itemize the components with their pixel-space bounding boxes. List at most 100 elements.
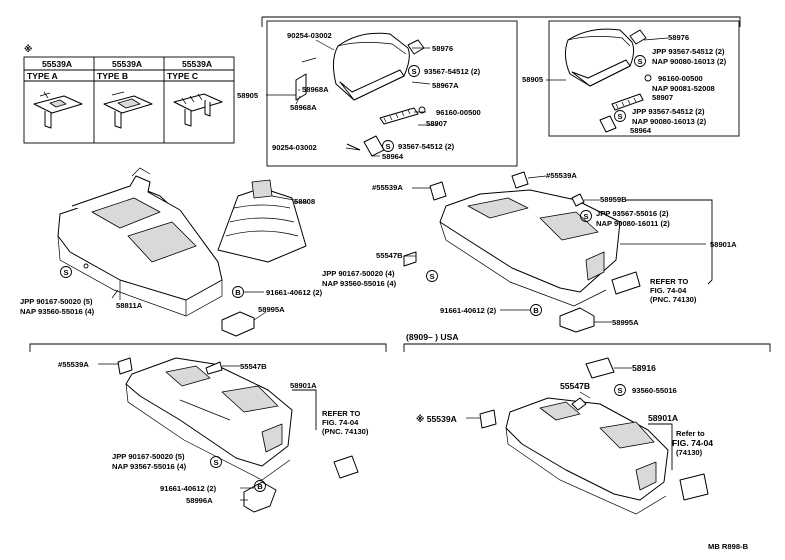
shift-boot-58808-drawing (217, 187, 307, 263)
bracket-58995a-drawing (221, 311, 255, 337)
part-label-jpp-c: JPP 93567-55016 (2) (596, 209, 669, 218)
symbol-s-icon (382, 140, 394, 152)
part-label-55539a-bl: #55539A (58, 360, 89, 369)
footer-code: MB R898-B (708, 542, 749, 551)
part-label-55539a-c2: #55539A (546, 171, 577, 180)
part-label-58907-b: 58907 (652, 93, 673, 102)
part-label-jpp-r1: JPP 93567-54512 (2) (652, 47, 725, 56)
refer-to-bl-line2: FIG. 74-04 (322, 418, 359, 427)
type-a-clip-drawing (33, 91, 83, 129)
lever-58964-drawing (363, 135, 385, 157)
part-label-58964-a: 58964 (382, 152, 404, 161)
armrest-box-frame-right (548, 20, 740, 137)
part-label-96160-b: 96160-00500 (658, 74, 703, 83)
console-bottom-left-group: S B #55539A 55547B 58901A REFER TO FIG. … (29, 343, 387, 513)
part-label-58964-b: 58964 (630, 126, 652, 135)
refer-plug-bl-drawing (333, 455, 359, 479)
part-label-58811a: 58811A (116, 301, 143, 310)
refer-to-br-line2: FIG. 74-04 (672, 438, 713, 448)
section-header-usa: (8909– ) USA (406, 332, 459, 342)
part-label-58905-b: 58905 (522, 75, 544, 84)
part-label-91661-bl: 91661-40612 (2) (160, 484, 217, 493)
svg-text:S: S (618, 112, 623, 121)
part-label-58901a-br: 58901A (648, 413, 678, 423)
symbol-s-icon (60, 266, 72, 278)
part-label-58808: 58808 (294, 197, 315, 206)
part-label-jpp-left: JPP 90167-50020 (5) (20, 297, 93, 306)
type-table-header-2: 55539A (112, 59, 142, 69)
symbol-s-icon (426, 270, 438, 282)
svg-text:S: S (430, 272, 435, 281)
bracket-58996a-drawing (243, 481, 277, 513)
refer-to-br-line1: Refer to (676, 429, 705, 438)
part-label-93560-br: 93560-55016 (632, 386, 677, 395)
part-label-58995a-a: 58995A (258, 305, 285, 314)
hinge-bracket-left-drawing (295, 73, 307, 101)
part-label-nap-r2: NAP 90081-52008 (652, 84, 715, 93)
armrest-box-frame (266, 20, 518, 167)
part-label-58996a: 58996A (186, 496, 213, 505)
symbol-s-icon (408, 65, 420, 77)
marker-note: ※ (24, 44, 32, 54)
part-label-58901a-bl: 58901A (290, 381, 317, 390)
armrest-group-right: S S 58976 58905 JPP 93567-54512 (2) NAP … (522, 20, 740, 137)
part-label-55547b-c: 55547B (376, 251, 403, 260)
top-bracket (261, 16, 741, 27)
symbol-b-icon (530, 304, 542, 316)
screw-96160-drawing (418, 106, 426, 114)
part-label-90254-top: 90254-03002 (287, 31, 332, 40)
part-label-55547b-br: 55547B (560, 381, 590, 391)
cover-58916-drawing (585, 357, 615, 379)
part-label-58907-a: 58907 (426, 119, 447, 128)
refer-to-bl-line3: (PNC. 74130) (322, 427, 369, 436)
part-label-91661-c: 91661-40612 (2) (440, 306, 497, 315)
part-label-58916: 58916 (632, 363, 656, 373)
part-label-nap-c2: NAP 93560-55016 (4) (322, 279, 397, 288)
bottom-right-bracket (403, 343, 771, 352)
part-label-nap-r1: NAP 90080-16013 (2) (652, 57, 727, 66)
latch-58907-drawing (379, 107, 419, 125)
refer-to-c-line3: (PNC. 74130) (650, 295, 697, 304)
symbol-s-icon (580, 210, 592, 222)
type-a-label: TYPE A (27, 71, 58, 81)
console-bottom-right-group: (8909– ) USA S 58916 55547B 93560-55016 … (403, 332, 771, 515)
type-table-header-3: 55539A (182, 59, 212, 69)
part-label-58995a-c: 58995A (612, 318, 639, 327)
bottom-left-bracket (29, 343, 387, 352)
part-label-nap-left: NAP 93560-55016 (4) (20, 307, 95, 316)
part-label-58976-b: 58976 (668, 33, 689, 42)
armrest-lid-drawing (332, 32, 410, 101)
symbol-s-icon (634, 55, 646, 67)
type-c-label: TYPE C (167, 71, 198, 81)
part-label-58905-a: 58905 (237, 91, 259, 100)
type-table-frame (23, 56, 235, 144)
console-left-group: B S 58808 58811A JPP 90167-50020 (5) NAP… (20, 167, 323, 337)
part-label-90254-bot: 90254-03002 (272, 143, 317, 152)
symbol-b-icon (232, 286, 244, 298)
symbol-s-icon (210, 456, 222, 468)
type-c-clip-drawing (173, 93, 223, 127)
svg-text:S: S (64, 268, 69, 277)
part-label-jpp-bl: JPP 90167-50020 (5) (112, 452, 185, 461)
part-label-55547b-bl: 55547B (240, 362, 267, 371)
svg-text:S: S (412, 67, 417, 76)
svg-text:S: S (214, 458, 219, 467)
part-label-58976-a: 58976 (432, 44, 453, 53)
svg-text:S: S (386, 142, 391, 151)
part-label-96160-a: 96160-00500 (436, 108, 481, 117)
symbol-s-icon (614, 110, 626, 122)
svg-text:B: B (533, 306, 539, 315)
part-label-58959b: 58959B (600, 195, 627, 204)
part-label-58901a-c: 58901A (710, 240, 737, 249)
type-b-label: TYPE B (97, 71, 128, 81)
part-label-jpp-r3: JPP 93567-54512 (2) (632, 107, 705, 116)
part-label-91661-a: 91661-40612 (2) (266, 288, 323, 297)
refer-plug-drawing (611, 271, 641, 295)
svg-text:B: B (257, 482, 263, 491)
part-label-58968a: 58968A (302, 85, 329, 94)
refer-to-bl-line1: REFER TO (322, 409, 360, 418)
svg-text:S: S (618, 386, 623, 395)
symbol-b-icon (254, 480, 266, 492)
part-label-jpp-c2: JPP 90167-50020 (4) (322, 269, 395, 278)
clip-58976-drawing (407, 39, 425, 55)
